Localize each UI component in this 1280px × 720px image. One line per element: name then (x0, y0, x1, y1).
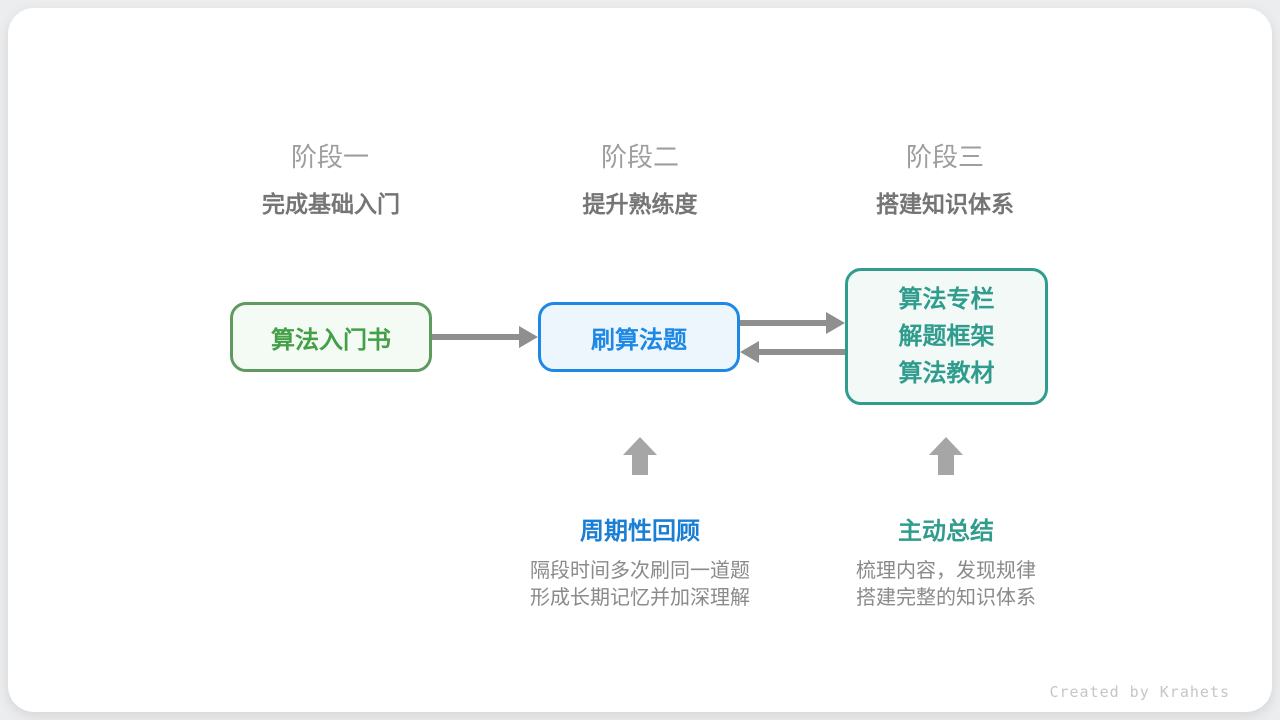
annotation-active-summary-label: 主动总结 (898, 518, 994, 545)
arrow-stem (432, 334, 523, 340)
arrow-stem (938, 455, 954, 475)
arrow-head (740, 341, 759, 363)
arrow-stem (755, 349, 845, 355)
arrow-right-icon (432, 325, 538, 349)
node-resource-line-3: 算法教材 (898, 360, 995, 387)
node-practice-problems-label: 刷算法题 (591, 326, 687, 354)
arrow-head (519, 326, 538, 348)
node-resource-line-1: 算法专栏 (898, 286, 995, 313)
stage-2-subtitle: 提升熟练度 (582, 191, 698, 217)
node-intro-book: 算法入门书 (230, 302, 432, 372)
stage-3-subtitle: 搭建知识体系 (876, 191, 1014, 217)
annotation-periodic-review-desc: 隔段时间多次刷同一道题 形成长期记忆并加深理解 (470, 558, 810, 612)
arrow-right-icon (740, 311, 845, 335)
desc-line-2: 搭建完整的知识体系 (856, 587, 1036, 609)
node-intro-book-label: 算法入门书 (271, 326, 391, 354)
node-practice-problems: 刷算法题 (538, 302, 740, 372)
stage-2-title: 阶段二 (600, 142, 679, 172)
stage-1-title: 阶段一 (290, 142, 369, 172)
stage-1-subtitle: 完成基础入门 (262, 191, 400, 217)
arrow-stem (740, 320, 830, 326)
stage-3-title: 阶段三 (905, 142, 984, 172)
arrow-up-icon (623, 437, 657, 475)
node-knowledge-resources: 算法专栏 解题框架 算法教材 (845, 268, 1048, 405)
arrow-head (623, 437, 657, 455)
annotation-active-summary-desc: 梳理内容，发现规律 搭建完整的知识体系 (776, 558, 1116, 612)
arrow-up-icon (929, 437, 963, 475)
desc-line-2: 形成长期记忆并加深理解 (530, 587, 750, 609)
diagram-card: 阶段一 完成基础入门 阶段二 提升熟练度 阶段三 搭建知识体系 算法入门书 刷算… (8, 8, 1272, 712)
desc-line-1: 隔段时间多次刷同一道题 (530, 560, 750, 582)
desc-line-1: 梳理内容，发现规律 (856, 560, 1036, 582)
arrow-head (826, 312, 845, 334)
arrow-head (929, 437, 963, 455)
footer-credit: Created by Krahets (1049, 683, 1230, 701)
node-resource-line-2: 解题框架 (898, 323, 995, 350)
arrow-left-icon (740, 340, 845, 364)
annotation-periodic-review-label: 周期性回顾 (580, 518, 700, 545)
arrow-stem (632, 455, 648, 475)
